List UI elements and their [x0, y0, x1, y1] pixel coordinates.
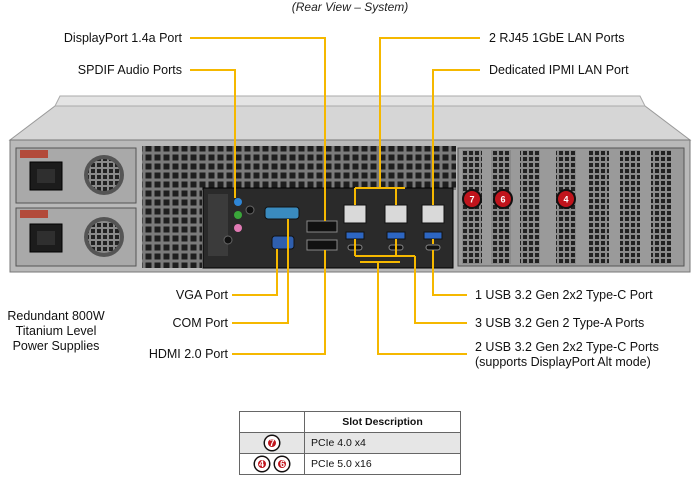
leader-com [232, 219, 289, 324]
leader-usb-a-3 [414, 256, 467, 324]
audio-jack-green [234, 211, 242, 219]
leader-hdmi [232, 250, 326, 355]
com-port-connector [264, 206, 300, 220]
usb-c-port-3 [425, 244, 441, 251]
audio-jack-blue [234, 198, 242, 206]
slot-badge-4: 4 [556, 189, 576, 209]
rj45-port-1 [343, 204, 367, 224]
table-header: Slot Description [304, 411, 461, 433]
slot-badge-7: 7 [462, 189, 482, 209]
leader-spdif [190, 69, 236, 198]
label-ipmi: Dedicated IPMI LAN Port [489, 63, 629, 77]
table-row-slots: 4 6 [239, 453, 305, 475]
power-supply-2 [15, 207, 137, 267]
power-supply-1 [15, 147, 137, 204]
label-com: COM Port [172, 316, 228, 330]
audio-jack-black [223, 235, 233, 245]
displayport-connector [306, 220, 338, 233]
chassis-top [8, 105, 692, 141]
leader-ipmi [432, 69, 480, 205]
label-spdif: SPDIF Audio Ports [77, 63, 182, 77]
label-psu: Redundant 800W Titanium Level Power Supp… [0, 309, 112, 354]
leader-lines [190, 37, 480, 355]
label-displayport: DisplayPort 1.4a Port [63, 31, 182, 45]
leader-usb-c-2 [377, 262, 467, 355]
usb-a-port-2 [386, 231, 406, 240]
slot-description-table: Slot Description 7 PCIe 4.0 x4 4 6 PCIe … [239, 411, 461, 475]
label-psu-line3: Power Supplies [12, 339, 100, 353]
svg-text:6: 6 [500, 195, 505, 205]
rear-view-illustration: 7 6 4 [8, 37, 692, 355]
label-usb-c-1: 1 USB 3.2 Gen 2x2 Type-C Port [475, 288, 653, 302]
table-slot-badge-7: 7 [265, 436, 279, 450]
vga-port-connector [271, 235, 295, 250]
vent-grille [142, 146, 456, 190]
audio-jack-pink [234, 224, 242, 232]
label-usb-c-2-line1: 2 USB 3.2 Gen 2x2 Type-C Ports [475, 340, 659, 354]
slot-badge-6: 6 [493, 189, 513, 209]
label-vga: VGA Port [175, 288, 228, 302]
hdmi-connector [306, 239, 338, 251]
table-row-description: PCIe 5.0 x16 [304, 453, 461, 475]
svg-text:7: 7 [469, 195, 474, 205]
table-row: 7 PCIe 4.0 x4 [239, 432, 461, 454]
usb-a-port-3 [423, 231, 443, 240]
label-usb-c-2: 2 USB 3.2 Gen 2x2 Type-C Ports (supports… [475, 340, 659, 370]
table-header-empty [239, 411, 305, 433]
label-psu-line2: Titanium Level [15, 324, 97, 338]
table-row-slots: 7 [239, 432, 305, 454]
table-row-description: PCIe 4.0 x4 [304, 432, 461, 454]
usb-a-port-1 [345, 231, 365, 240]
rj45-port-2 [384, 204, 408, 224]
leader-displayport [190, 37, 326, 221]
leader-vga [232, 249, 278, 296]
spdif-jack [245, 205, 255, 215]
table-header-row: Slot Description [239, 411, 461, 433]
table-slot-badge-4: 4 [254, 457, 269, 471]
label-usb-a-3: 3 USB 3.2 Gen 2 Type-A Ports [475, 316, 645, 330]
label-psu-line1: Redundant 800W [7, 309, 105, 323]
table-slot-badge-6: 6 [275, 457, 290, 471]
label-usb-c-2-line2: (supports DisplayPort Alt mode) [475, 355, 651, 369]
ipmi-port [421, 204, 445, 224]
svg-text:4: 4 [563, 195, 568, 205]
leader-usb-c-1 [432, 250, 467, 296]
label-hdmi: HDMI 2.0 Port [148, 347, 228, 361]
table-row: 4 6 PCIe 5.0 x16 [239, 453, 461, 475]
leader-rj45 [379, 37, 480, 188]
label-rj45: 2 RJ45 1GbE LAN Ports [489, 31, 625, 45]
diagram-title: (Rear View – System) [291, 0, 409, 14]
